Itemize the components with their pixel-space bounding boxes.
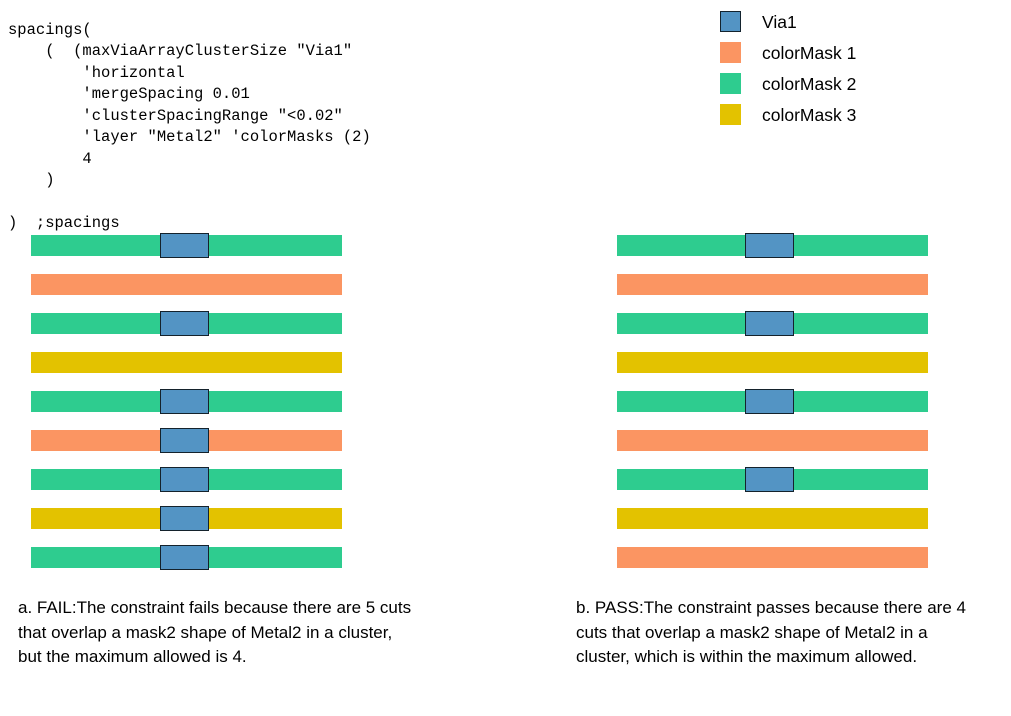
via-cut <box>160 506 209 531</box>
bar-row <box>617 311 928 336</box>
legend-label-via1: Via1 <box>762 11 797 32</box>
legend-swatch-colormask-2 <box>720 73 741 94</box>
legend-item-colormask-2: colorMask 2 <box>720 68 1005 99</box>
via-cut <box>745 389 794 414</box>
bar-row <box>31 428 342 453</box>
legend-swatch-colormask-3 <box>720 104 741 125</box>
legend-label-colormask-1: colorMask 1 <box>762 42 857 63</box>
bar-row <box>31 352 342 373</box>
metal-bar <box>31 352 342 373</box>
bar-row <box>617 467 928 492</box>
bar-row <box>31 467 342 492</box>
legend: Via1 colorMask 1 colorMask 2 colorMask 3 <box>720 6 1005 130</box>
code-snippet: spacings( ( (maxViaArrayClusterSize "Via… <box>8 20 371 233</box>
via-cut <box>745 233 794 258</box>
caption-fail: a. FAIL:The constraint fails because the… <box>18 598 412 666</box>
metal-bar <box>617 430 928 451</box>
bar-row <box>31 545 342 570</box>
via-cut <box>160 311 209 336</box>
via-cut <box>745 467 794 492</box>
bar-row <box>617 547 928 568</box>
via-cut <box>160 389 209 414</box>
metal-bar <box>617 547 928 568</box>
legend-item-colormask-1: colorMask 1 <box>720 37 1005 68</box>
bar-row <box>31 311 342 336</box>
bar-row <box>617 274 928 295</box>
bar-row <box>617 389 928 414</box>
via-cut <box>160 233 209 258</box>
bar-row <box>31 506 342 531</box>
metal-bar <box>617 274 928 295</box>
legend-swatch-via1 <box>720 11 741 32</box>
bar-row <box>31 274 342 295</box>
diagram-fail <box>31 233 342 570</box>
legend-swatch-colormask-1 <box>720 42 741 63</box>
via-cut <box>160 428 209 453</box>
metal-bar <box>617 352 928 373</box>
bar-row <box>31 233 342 258</box>
bar-row <box>617 430 928 451</box>
via-cut <box>745 311 794 336</box>
legend-item-colormask-3: colorMask 3 <box>720 99 1005 130</box>
bar-row <box>617 352 928 373</box>
bar-row <box>31 389 342 414</box>
metal-bar <box>31 274 342 295</box>
caption-pass: b. PASS:The constraint passes because th… <box>576 598 966 666</box>
legend-label-colormask-2: colorMask 2 <box>762 73 857 94</box>
via-cut <box>160 467 209 492</box>
legend-item-via1: Via1 <box>720 6 1005 37</box>
via-cut <box>160 545 209 570</box>
metal-bar <box>617 508 928 529</box>
bar-row <box>617 508 928 529</box>
legend-label-colormask-3: colorMask 3 <box>762 104 857 125</box>
bar-row <box>617 233 928 258</box>
diagram-pass <box>617 233 928 568</box>
